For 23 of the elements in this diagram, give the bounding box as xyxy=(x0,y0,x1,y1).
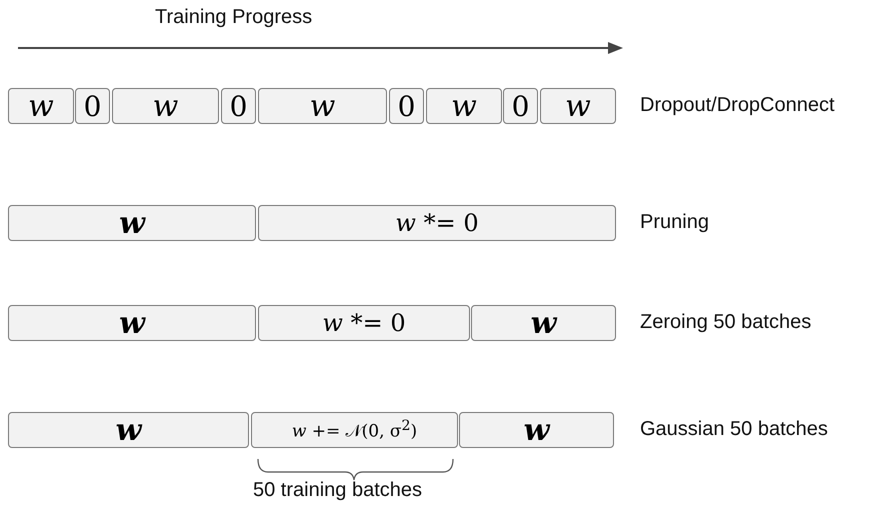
weight-segment: w xyxy=(426,88,502,124)
weight-segment: w xyxy=(8,305,256,341)
weight-segment: w xyxy=(471,305,616,341)
row-label: Gaussian 50 batches xyxy=(640,418,828,441)
weight-segment: w += 𝒩(0, σ$^{2}$) xyxy=(251,412,458,448)
weight-segment: 0 xyxy=(503,88,538,124)
row-label: Pruning xyxy=(640,211,709,234)
weight-segment: w xyxy=(112,88,219,124)
weight-segment: w xyxy=(8,412,249,448)
row-label: Dropout/DropConnect xyxy=(640,94,835,117)
weight-segment: w xyxy=(540,88,616,124)
weight-segment: w xyxy=(459,412,614,448)
weight-segment: w *= 0 xyxy=(258,205,616,241)
weight-segment: 0 xyxy=(389,88,424,124)
brace-label: 50 training batches xyxy=(253,479,422,502)
title-label: Training Progress xyxy=(155,6,312,29)
weight-segment: 0 xyxy=(221,88,256,124)
weight-segment: 0 xyxy=(75,88,110,124)
weight-segment: w *= 0 xyxy=(258,305,470,341)
weight-segment: w xyxy=(8,88,74,124)
row-label: Zeroing 50 batches xyxy=(640,311,812,334)
weight-segment: w xyxy=(8,205,256,241)
weight-segment: w xyxy=(258,88,387,124)
